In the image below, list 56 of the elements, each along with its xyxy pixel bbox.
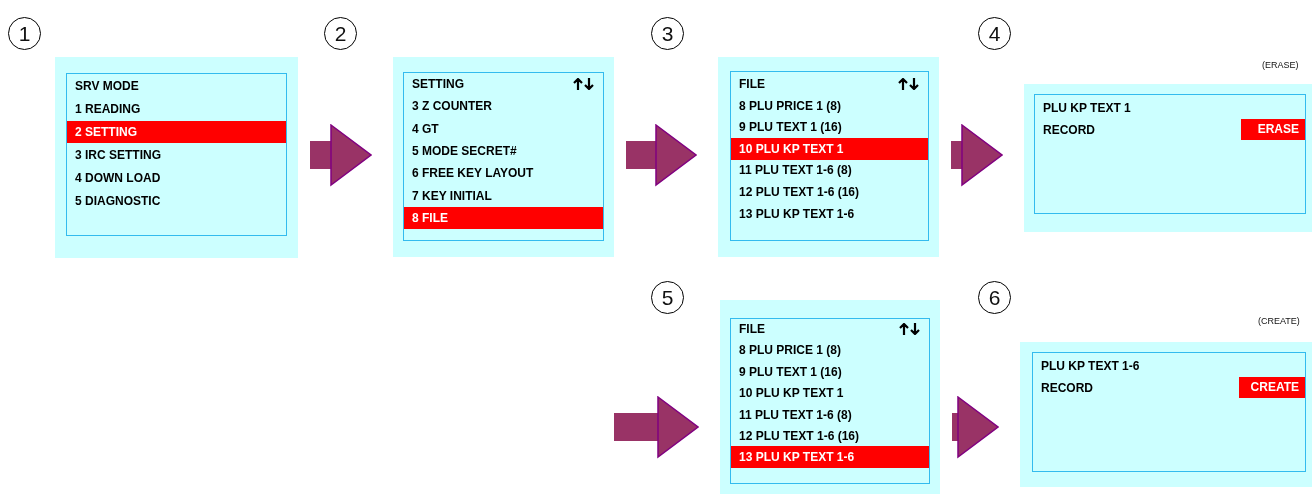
menu-item: 8 PLU PRICE 1 (8) <box>739 342 842 359</box>
screen-panel <box>55 57 298 258</box>
flow-arrow <box>952 396 999 458</box>
highlighted-menu-item <box>404 206 603 229</box>
screen-panel <box>393 57 614 257</box>
step-number-circle: 5 <box>651 281 684 314</box>
flow-arrow <box>614 396 699 458</box>
action-button: CREATE <box>1239 377 1305 398</box>
screen-panel <box>718 57 939 257</box>
menu-item: 12 PLU TEXT 1-6 (16) <box>739 184 860 200</box>
menu-item: 11 PLU TEXT 1-6 (8) <box>739 162 852 179</box>
menu-item: 13 PLU KP TEXT 1-6 <box>739 449 855 466</box>
menu-item: 3 Z COUNTER <box>412 98 492 115</box>
step-number-circle: 6 <box>978 281 1011 314</box>
action-button: ERASE <box>1241 119 1305 140</box>
menu-item: RECORD <box>1041 380 1093 396</box>
flow-arrow <box>626 124 697 186</box>
flow-arrow <box>310 124 372 186</box>
highlighted-menu-item <box>731 137 928 160</box>
menu-item: 4 GT <box>412 120 439 137</box>
menu-item: 9 PLU TEXT 1 (16) <box>739 119 842 136</box>
menu-item: 6 FREE KEY LAYOUT <box>412 165 534 182</box>
screen-panel <box>720 300 940 494</box>
menu-item: 8 FILE <box>412 209 448 226</box>
screen-title: FILE <box>739 76 765 92</box>
screen-panel <box>1020 342 1312 487</box>
menu-item: 12 PLU TEXT 1-6 (16) <box>739 428 860 444</box>
menu-item: 9 PLU TEXT 1 (16) <box>739 363 842 380</box>
mode-note: (ERASE) <box>1262 60 1299 70</box>
menu-item: 13 PLU KP TEXT 1-6 <box>739 205 855 222</box>
menu-item: 1 READING <box>75 101 141 117</box>
highlighted-menu-item <box>67 121 286 143</box>
highlighted-menu-item <box>731 446 929 469</box>
screen-title: PLU KP TEXT 1-6 <box>1041 358 1140 374</box>
step-number-circle: 1 <box>8 17 41 50</box>
menu-item: 5 MODE SECRET# <box>412 142 517 159</box>
screen-panel <box>1024 84 1312 232</box>
menu-item: 3 IRC SETTING <box>75 147 161 163</box>
menu-item: 4 DOWN LOAD <box>75 170 161 186</box>
step-number-circle: 3 <box>651 17 684 50</box>
menu-item: 8 PLU PRICE 1 (8) <box>739 97 842 114</box>
step-number-circle: 4 <box>978 17 1011 50</box>
menu-item: 10 PLU KP TEXT 1 <box>739 140 844 157</box>
menu-item: 7 KEY INITIAL <box>412 187 492 204</box>
menu-item: 2 SETTING <box>75 124 137 140</box>
menu-item: 5 DIAGNOSTIC <box>75 193 161 209</box>
mode-note: (CREATE) <box>1258 316 1300 326</box>
screen-title: FILE <box>739 321 765 337</box>
flow-arrow <box>951 124 1003 186</box>
menu-item: RECORD <box>1043 122 1095 138</box>
menu-item: 10 PLU KP TEXT 1 <box>739 385 844 402</box>
menu-item: 11 PLU TEXT 1-6 (8) <box>739 406 852 423</box>
screen-title: PLU KP TEXT 1 <box>1043 100 1131 116</box>
screen-title: SRV MODE <box>75 78 139 94</box>
screen-title: SETTING <box>412 76 464 92</box>
step-number-circle: 2 <box>324 17 357 50</box>
